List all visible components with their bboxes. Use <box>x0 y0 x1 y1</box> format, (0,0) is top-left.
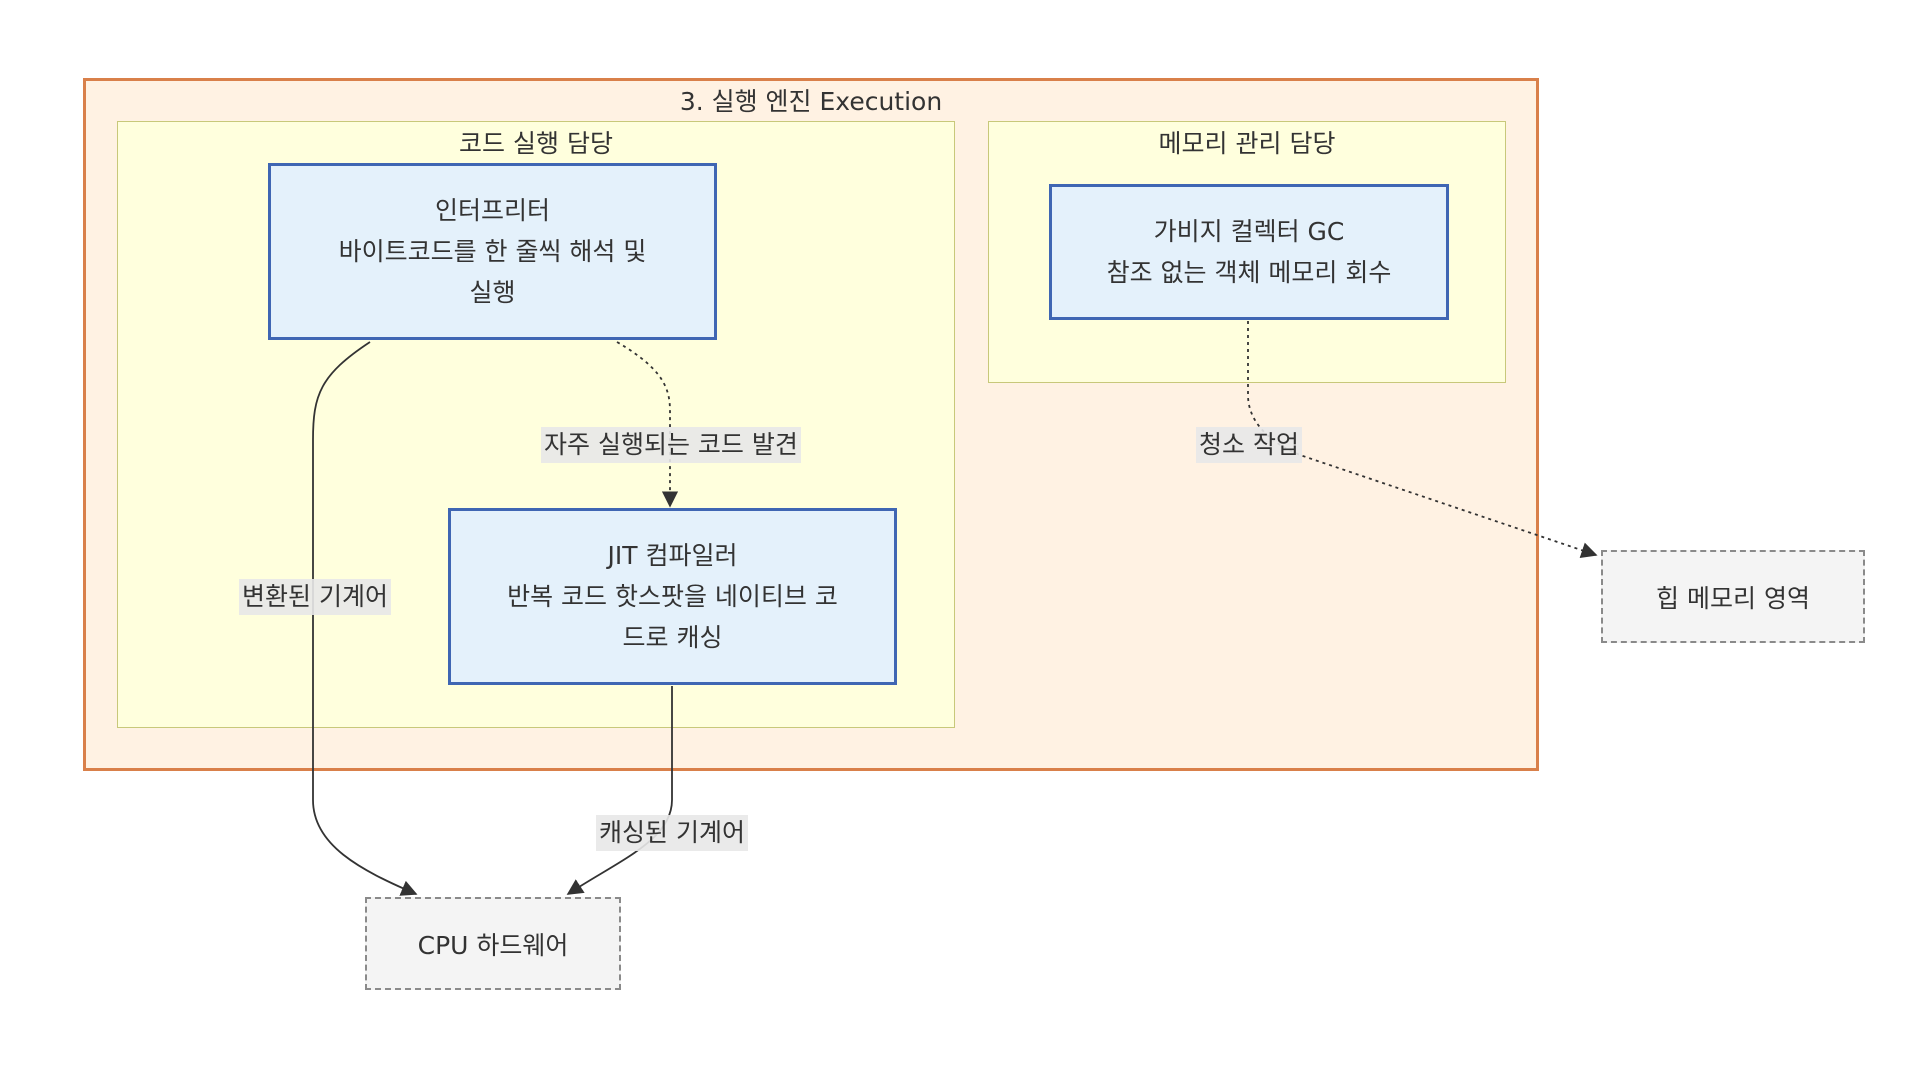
edge-label-cached-machine-code: 캐싱된 기계어 <box>596 815 748 851</box>
jit-compiler-label: JIT 컴파일러 반복 코드 핫스팟을 네이티브 코 드로 캐싱 <box>507 541 838 652</box>
jit-compiler-node: JIT 컴파일러 반복 코드 핫스팟을 네이티브 코 드로 캐싱 <box>448 508 897 685</box>
garbage-collector-node: 가비지 컬렉터 GC 참조 없는 객체 메모리 회수 <box>1049 184 1449 320</box>
code-execution-title: 코드 실행 담당 <box>459 129 613 158</box>
edge-label-cleanup: 청소 작업 <box>1196 427 1302 463</box>
interpreter-label: 인터프리터 바이트코드를 한 줄씩 해석 및 실행 <box>338 196 647 307</box>
edge-label-converted-machine-code: 변환된 기계어 <box>239 579 391 615</box>
edge-label-frequent-code: 자주 실행되는 코드 발견 <box>541 427 801 463</box>
cpu-hardware-label: CPU 하드웨어 <box>417 930 569 960</box>
heap-memory-node: 힙 메모리 영역 <box>1601 550 1865 643</box>
garbage-collector-label: 가비지 컬렉터 GC 참조 없는 객체 메모리 회수 <box>1106 217 1392 287</box>
execution-engine-title: 3. 실행 엔진 Execution <box>679 87 943 116</box>
cpu-hardware-node: CPU 하드웨어 <box>365 897 621 990</box>
heap-memory-label: 힙 메모리 영역 <box>1656 583 1810 613</box>
memory-management-title: 메모리 관리 담당 <box>1158 129 1336 158</box>
interpreter-node: 인터프리터 바이트코드를 한 줄씩 해석 및 실행 <box>268 163 717 340</box>
